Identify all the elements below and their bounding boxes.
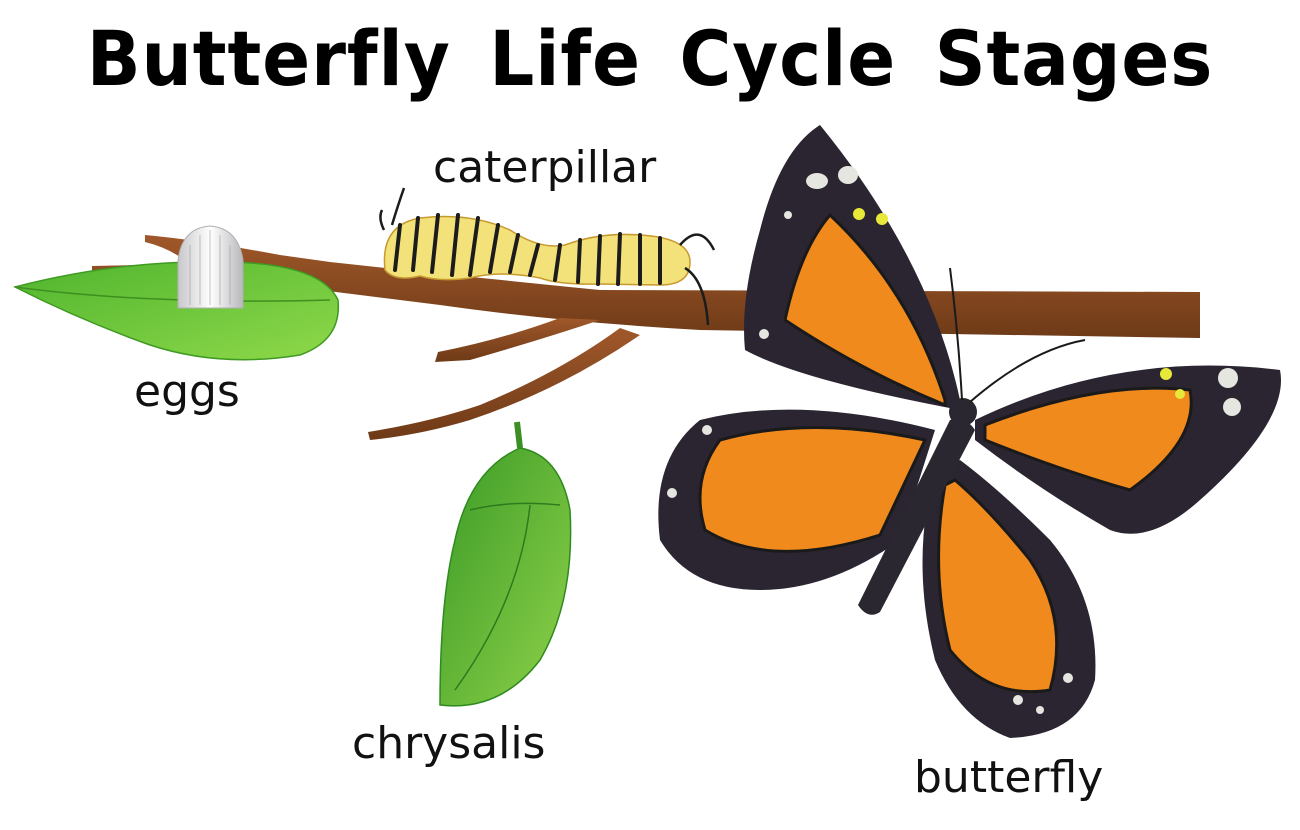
label-butterfly: butterfly [914, 752, 1104, 803]
chrysalis-icon [439, 421, 572, 707]
diagram-title: Butterfly Life Cycle Stages [86, 14, 1214, 103]
butterfly-icon [658, 125, 1281, 738]
leaf [12, 261, 340, 361]
caterpillar-icon [379, 187, 716, 326]
label-caterpillar: caterpillar [433, 142, 657, 193]
label-eggs: eggs [134, 366, 240, 417]
egg-icon [177, 225, 244, 309]
label-chrysalis: chrysalis [352, 718, 546, 769]
